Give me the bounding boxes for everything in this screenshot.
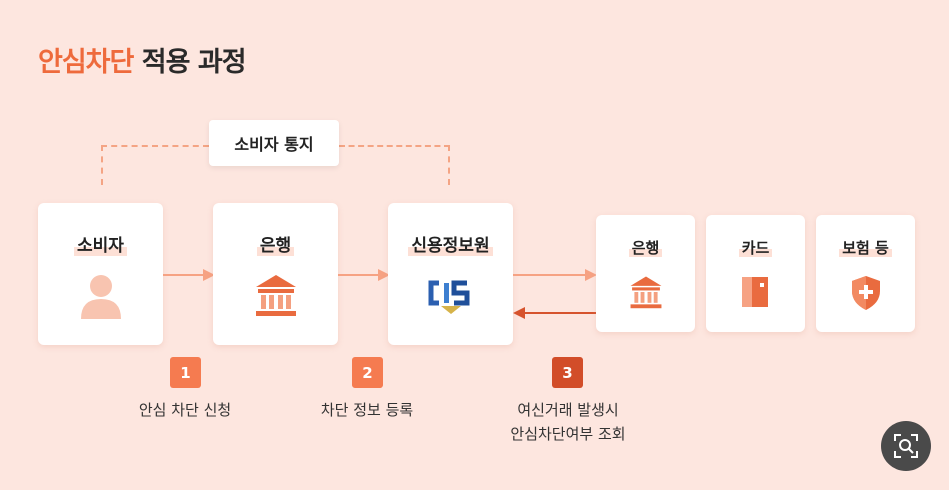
bank2-label: 은행 <box>628 239 663 257</box>
page-title: 안심차단 적용 과정 <box>38 40 247 79</box>
bank-icon <box>255 275 296 316</box>
card-company-card: 카드 <box>706 215 805 332</box>
kcis-label: 신용정보원 <box>408 236 493 256</box>
notice-line-right-vertical <box>448 145 450 185</box>
insurance-label-wrap: 보험 등 <box>816 237 915 258</box>
consumer-notice-box: 소비자 통지 <box>209 120 339 166</box>
step-3-text-line1: 여신거래 발생시 <box>517 401 619 419</box>
bank-label: 은행 <box>256 236 295 256</box>
kcis-card: 신용정보원 <box>388 203 513 345</box>
bank-icon <box>630 276 661 309</box>
consumer-notice-label: 소비자 통지 <box>234 135 314 154</box>
bank-label-wrap: 은행 <box>213 231 338 256</box>
card-label: 카드 <box>738 239 773 257</box>
consumer-card: 소비자 <box>38 203 163 345</box>
step-3-text-line2: 안심차단여부 조회 <box>510 425 626 443</box>
consumer-label: 소비자 <box>74 236 127 256</box>
zoom-button[interactable] <box>881 421 931 471</box>
shield-icon <box>851 276 880 310</box>
kcis-logo <box>428 280 469 314</box>
card-icon <box>741 277 768 307</box>
step-2-badge: 2 <box>352 357 383 388</box>
arrow-bank-to-kcis <box>338 269 390 281</box>
step-2-text: 차단 정보 등록 <box>320 401 414 419</box>
consumer-label-wrap: 소비자 <box>38 231 163 256</box>
step-3-badge: 3 <box>552 357 583 388</box>
bank2-card: 은행 <box>596 215 695 332</box>
step-1-text: 안심 차단 신청 <box>138 401 232 419</box>
insurance-card: 보험 등 <box>816 215 915 332</box>
step-3-text: 여신거래 발생시 안심차단여부 조회 <box>478 398 658 446</box>
notice-line-left-horizontal <box>101 145 209 147</box>
arrow-consumer-to-bank <box>163 269 215 281</box>
kcis-label-wrap: 신용정보원 <box>388 231 513 256</box>
person-icon <box>80 275 121 319</box>
arrow-institutions-to-kcis <box>513 307 597 319</box>
bank2-label-wrap: 은행 <box>596 237 695 258</box>
zoom-icon <box>894 434 918 458</box>
step-1-badge: 1 <box>170 357 201 388</box>
arrow-kcis-to-institutions <box>513 269 597 281</box>
bank-card: 은행 <box>213 203 338 345</box>
insurance-label: 보험 등 <box>839 239 892 257</box>
title-accent: 안심차단 <box>38 47 134 78</box>
notice-line-right-horizontal <box>339 145 450 147</box>
card-label-wrap: 카드 <box>706 237 805 258</box>
title-rest: 적용 과정 <box>141 47 247 78</box>
notice-line-left-vertical <box>101 145 103 185</box>
